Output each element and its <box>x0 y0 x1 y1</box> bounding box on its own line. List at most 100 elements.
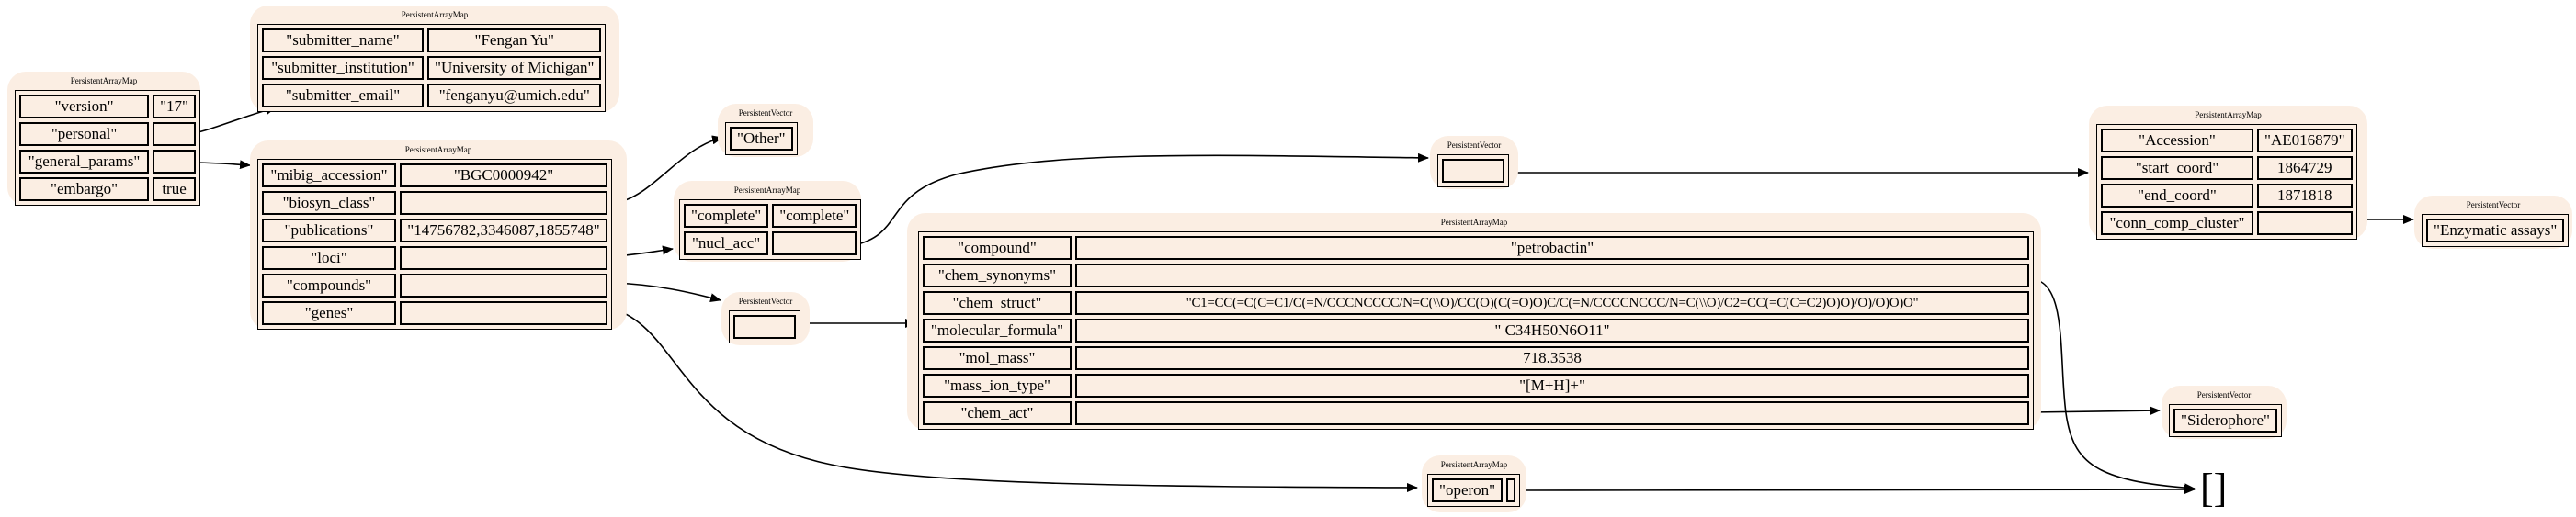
chem-act-vector-node: PersistentVector "Siderophore" <box>2162 386 2287 439</box>
map-key: "general_params" <box>19 150 150 174</box>
table-row <box>733 315 796 339</box>
table-row: "chem_synonyms" <box>923 264 2029 287</box>
biosyn-class-vector-node: PersistentVector "Other" <box>718 104 813 157</box>
nucl-acc-vector-node: PersistentVector <box>1430 136 1518 189</box>
map-value <box>1075 401 2029 425</box>
map-value: "complete" <box>772 204 857 228</box>
node-title: PersistentVector <box>2196 390 2252 399</box>
conn-comp-vector-table: "Enzymatic assays" <box>2422 214 2570 247</box>
vector-item: "Siderophore" <box>2173 409 2277 433</box>
map-key: "complete" <box>684 204 769 228</box>
map-value: 1871818 <box>2257 184 2353 208</box>
table-row <box>1442 159 1504 183</box>
node-title: PersistentVector <box>2466 200 2521 209</box>
table-row: "Accession" "AE016879" <box>2101 129 2353 152</box>
loci-map-node: PersistentArrayMap "complete" "complete"… <box>674 181 862 262</box>
compound-map-node: PersistentArrayMap "compound" "petrobact… <box>907 213 2041 430</box>
map-value: "petrobactin" <box>1075 236 2029 260</box>
table-row: "version" "17" <box>19 95 196 118</box>
map-value: "C1=CC(=C(C=C1/C(=N/CCCNCCCC/N=C(\\O)/CC… <box>1075 291 2029 315</box>
map-value: "fenganyu@umich.edu" <box>427 84 602 107</box>
map-key: "embargo" <box>19 177 150 201</box>
map-key: "start_coord" <box>2101 156 2253 180</box>
table-row: "Other" <box>730 127 793 151</box>
table-row: "submitter_institution" "University of M… <box>262 56 602 80</box>
map-value <box>400 191 607 215</box>
table-row: "end_coord" 1871818 <box>2101 184 2353 208</box>
map-value <box>2257 211 2353 235</box>
map-key: "mol_mass" <box>923 346 1072 370</box>
map-key: "conn_comp_cluster" <box>2101 211 2253 235</box>
map-key: "compound" <box>923 236 1072 260</box>
table-row: "conn_comp_cluster" <box>2101 211 2353 235</box>
edge-chem-synonyms <box>2030 278 2196 493</box>
personal-map-table: "submitter_name" "Fengan Yu" "submitter_… <box>257 24 607 112</box>
table-row: "mibig_accession" "BGC0000942" <box>262 163 607 187</box>
table-row: "mol_mass" 718.3538 <box>923 346 2029 370</box>
general-params-map-node: PersistentArrayMap "mibig_accession" "BG… <box>250 140 627 330</box>
map-value: "[M+H]+" <box>1075 374 2029 398</box>
map-value: "AE016879" <box>2257 129 2353 152</box>
biosyn-class-vector-table: "Other" <box>725 122 798 155</box>
chem-act-vector-table: "Siderophore" <box>2169 404 2282 437</box>
map-value: " C34H50N6O11" <box>1075 319 2029 343</box>
node-title: PersistentArrayMap <box>401 10 469 19</box>
table-row: "Siderophore" <box>2173 409 2277 433</box>
map-value: "Fengan Yu" <box>427 28 602 52</box>
conn-comp-vector-node: PersistentVector "Enzymatic assays" <box>2414 196 2572 249</box>
table-row: "mass_ion_type" "[M+H]+" <box>923 374 2029 398</box>
table-row: "submitter_email" "fenganyu@umich.edu" <box>262 84 602 107</box>
node-title: PersistentVector <box>738 108 793 118</box>
table-row: "start_coord" 1864729 <box>2101 156 2353 180</box>
edge-genes <box>614 309 1418 492</box>
map-key: "mibig_accession" <box>262 163 396 187</box>
table-row: "chem_struct" "C1=CC(=C(C=C1/C(=N/CCCNCC… <box>923 291 2029 315</box>
node-title: PersistentArrayMap <box>1440 460 1508 469</box>
map-key: "loci" <box>262 246 396 270</box>
table-row: "biosyn_class" <box>262 191 607 215</box>
table-row: "compound" "petrobactin" <box>923 236 2029 260</box>
map-value: "University of Michigan" <box>427 56 602 80</box>
map-key: "chem_act" <box>923 401 1072 425</box>
map-key: "Accession" <box>2101 129 2253 152</box>
map-value: "14756782,3346087,1855748" <box>400 219 607 242</box>
genes-map-node: PersistentArrayMap "operon" <box>1422 455 1526 512</box>
table-row: "personal" <box>19 122 196 146</box>
compound-map-table: "compound" "petrobactin" "chem_synonyms"… <box>918 231 2034 430</box>
map-key: "compounds" <box>262 274 396 298</box>
table-row: "submitter_name" "Fengan Yu" <box>262 28 602 52</box>
node-title: PersistentVector <box>1447 140 1502 150</box>
table-row: "chem_act" <box>923 401 2029 425</box>
general-params-map-table: "mibig_accession" "BGC0000942" "biosyn_c… <box>257 159 612 330</box>
map-key: "personal" <box>19 122 150 146</box>
map-value <box>153 122 196 146</box>
node-title: PersistentArrayMap <box>404 145 472 154</box>
table-row: "complete" "complete" <box>684 204 857 228</box>
map-value <box>400 301 607 325</box>
edge-operon <box>1516 485 2196 495</box>
map-key: "chem_struct" <box>923 291 1072 315</box>
map-key: "submitter_name" <box>262 28 424 52</box>
map-key: "operon" <box>1432 478 1504 502</box>
map-key: "publications" <box>262 219 396 242</box>
map-value: true <box>153 177 196 201</box>
map-key: "mass_ion_type" <box>923 374 1072 398</box>
map-value <box>1075 264 2029 287</box>
map-value <box>772 231 857 255</box>
table-row: "embargo" true <box>19 177 196 201</box>
node-title: PersistentArrayMap <box>2195 110 2262 119</box>
table-row: "loci" <box>262 246 607 270</box>
root-map-table: "version" "17" "personal" "general_param… <box>15 90 200 206</box>
table-row: "general_params" <box>19 150 196 174</box>
edge-biosyn-class <box>614 135 723 204</box>
edge-compounds <box>614 282 721 303</box>
loci-map-table: "complete" "complete" "nucl_acc" <box>679 199 862 260</box>
edge-chem-act <box>2030 406 2161 416</box>
map-key: "version" <box>19 95 150 118</box>
map-key: "end_coord" <box>2101 184 2253 208</box>
map-key: "molecular_formula" <box>923 319 1072 343</box>
empty-vector-label: [] <box>2200 466 2228 511</box>
table-row: "operon" <box>1432 478 1516 502</box>
accession-map-node: PersistentArrayMap "Accession" "AE016879… <box>2089 106 2367 240</box>
vector-item: "Enzymatic assays" <box>2426 219 2565 242</box>
